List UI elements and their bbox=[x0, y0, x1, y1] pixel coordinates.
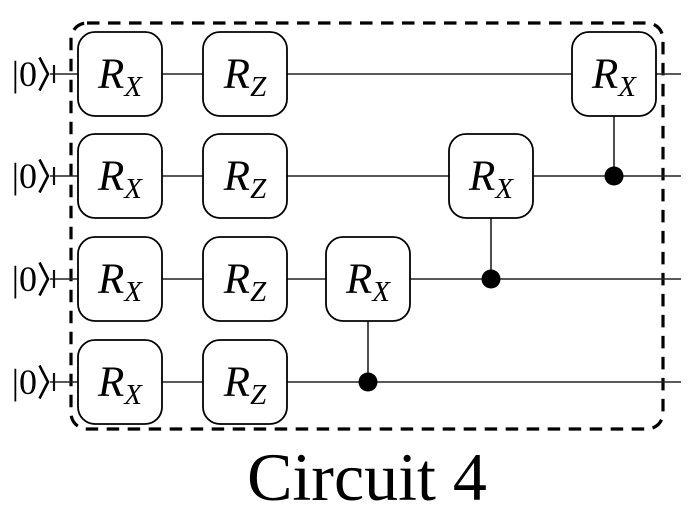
ket-zero-label: |0 bbox=[12, 54, 37, 94]
circuit-boundary-box bbox=[69, 21, 665, 431]
gate-label-rx: RX bbox=[468, 153, 514, 205]
gate-box-rx bbox=[571, 31, 657, 117]
gate-label-rx: RX bbox=[591, 51, 637, 103]
gate-box-rz bbox=[202, 31, 288, 117]
gate-label-rz: RZ bbox=[223, 51, 267, 103]
gate-box-rz bbox=[202, 133, 288, 219]
ket-angle-bracket-icon bbox=[38, 364, 50, 400]
ket-angle-bracket-icon bbox=[38, 261, 50, 297]
gate-label-rz: RZ bbox=[223, 256, 267, 308]
control-dot bbox=[358, 372, 378, 392]
gate-box-rx bbox=[77, 31, 163, 117]
ket-zero-label: |0 bbox=[12, 259, 37, 299]
ket-angle-bracket-icon bbox=[38, 56, 50, 92]
gate-label-rx: RX bbox=[345, 256, 391, 308]
ket-angle-bracket-icon bbox=[38, 158, 50, 194]
control-dot bbox=[481, 269, 501, 289]
gate-label-rx: RX bbox=[97, 256, 143, 308]
gate-label-rz: RZ bbox=[223, 153, 267, 205]
gate-box-rx bbox=[448, 133, 534, 219]
gate-label-rz: RZ bbox=[223, 359, 267, 411]
gate-label-rx: RX bbox=[97, 153, 143, 205]
gate-label-rx: RX bbox=[97, 51, 143, 103]
gate-box-rx bbox=[77, 236, 163, 322]
gate-label-rx: RX bbox=[97, 359, 143, 411]
gate-box-rx bbox=[77, 133, 163, 219]
ket-zero-label: |0 bbox=[12, 362, 37, 402]
control-dot bbox=[604, 166, 624, 186]
gate-box-rz bbox=[202, 339, 288, 425]
figure-caption: Circuit 4 bbox=[247, 439, 487, 515]
ket-zero-label: |0 bbox=[12, 156, 37, 196]
gate-box-rx bbox=[325, 236, 411, 322]
gate-box-rz bbox=[202, 236, 288, 322]
gate-box-rx bbox=[77, 339, 163, 425]
